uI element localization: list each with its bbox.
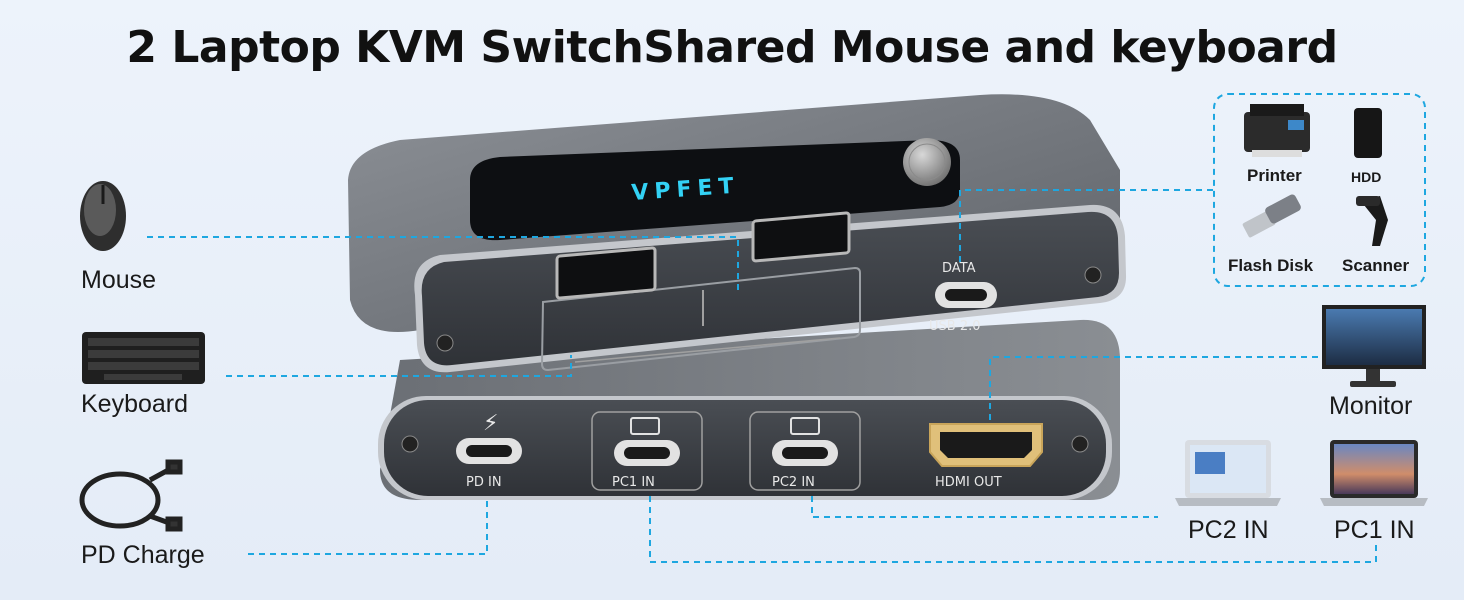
hdd-label: HDD <box>1351 169 1382 185</box>
page-title: 2 Laptop KVM SwitchShared Mouse and keyb… <box>126 22 1338 73</box>
scanner-icon <box>1356 196 1388 246</box>
pc1-laptop-icon <box>1320 440 1428 506</box>
pc2-in-label: PC2 IN <box>1188 516 1269 544</box>
lightning-icon: ⚡ <box>483 411 498 436</box>
pd-in-port: ⚡ PD IN <box>456 411 522 490</box>
pc1-in-port-label: PC1 IN <box>612 475 655 490</box>
flash-disk-label: Flash Disk <box>1228 256 1314 275</box>
monitor-icon <box>1322 305 1426 387</box>
mouse-icon <box>80 181 126 251</box>
pc2-in-port-label: PC2 IN <box>772 475 815 490</box>
pc1-in-port: PC1 IN <box>591 411 703 491</box>
printer-label: Printer <box>1247 166 1302 185</box>
data-port-label: DATA <box>942 261 976 276</box>
printer-icon <box>1244 104 1310 157</box>
hdmi-out-label: HDMI OUT <box>935 475 1002 490</box>
scanner-label: Scanner <box>1342 256 1410 275</box>
usb-version-label: USB 2.0 <box>929 319 981 334</box>
monitor-label: Monitor <box>1329 392 1413 420</box>
upper-switch-body <box>348 94 1127 373</box>
flash-disk-icon <box>1242 194 1301 238</box>
keyboard-icon <box>82 332 205 384</box>
laptop-icon <box>790 417 820 435</box>
laptop-icon <box>630 417 660 435</box>
hdd-icon <box>1354 108 1382 158</box>
mouse-label: Mouse <box>81 266 157 294</box>
pc2-laptop-icon <box>1175 440 1281 506</box>
usb-port-block <box>540 211 861 372</box>
pc2-in-port: PC2 IN <box>749 411 861 491</box>
connector-lines <box>147 189 1377 563</box>
screw-icons <box>401 266 1102 453</box>
pd-charge-label: PD Charge <box>81 541 205 569</box>
data-usb-c-port: DATA USB 2.0 <box>929 261 997 334</box>
hdmi-out-port: HDMI OUT <box>929 423 1043 490</box>
usb-devices-box <box>1213 93 1426 287</box>
pc1-in-label: PC1 IN <box>1334 516 1415 544</box>
keyboard-label: Keyboard <box>81 390 189 418</box>
pd-in-label: PD IN <box>466 475 502 490</box>
pd-charge-cable-icon <box>79 459 183 532</box>
